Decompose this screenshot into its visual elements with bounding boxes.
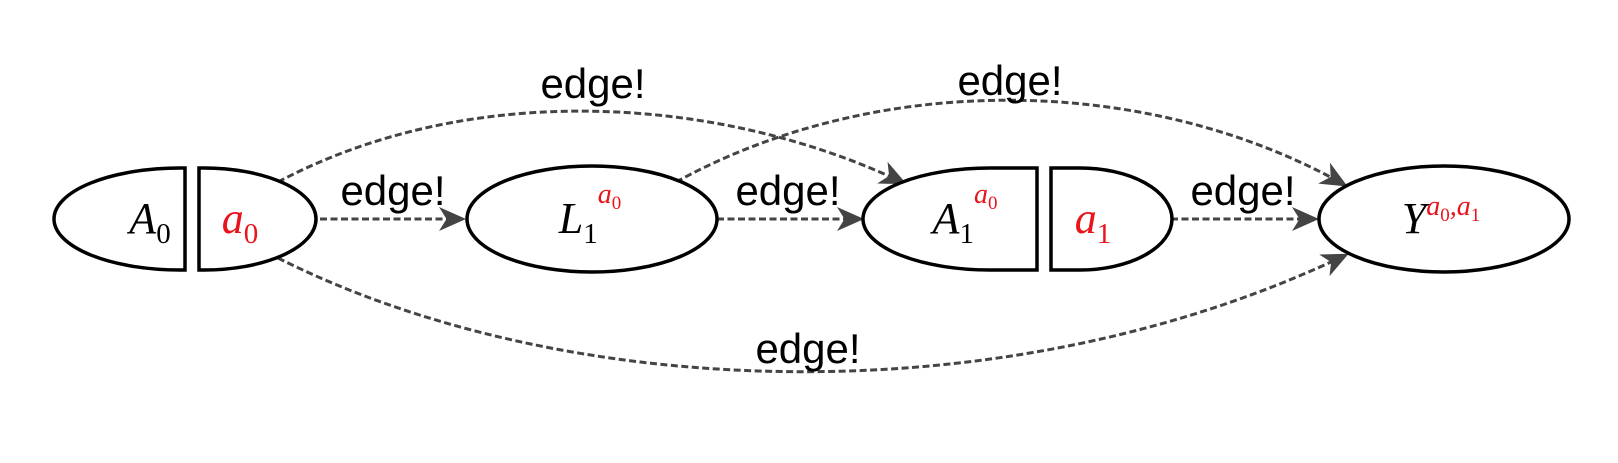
node-Y-label: Ya0,a1: [1402, 191, 1480, 243]
node-A0-label: A0: [126, 194, 170, 250]
node-L1-shape: [465, 164, 719, 274]
node-a1-label: a1: [1075, 194, 1112, 250]
node-A1-shape: [861, 166, 1039, 272]
edge-L1-to-Y[interactable]: [675, 98, 1348, 187]
edges: [277, 98, 1349, 374]
edge-label-L1-A1: edge!: [735, 167, 840, 214]
edge-labels: edge! edge! edge! edge! edge! edge!: [340, 57, 1295, 372]
node-a0-shape: [197, 166, 318, 272]
edge-a0-to-A1[interactable]: [277, 109, 907, 185]
edge-label-L1-Y: edge!: [957, 57, 1062, 104]
node-A1-label: A1a0: [930, 179, 998, 250]
edge-label-a0-L1: edge!: [340, 167, 445, 214]
node-A1-split[interactable]: A1a0 a1: [861, 166, 1174, 272]
edge-a0-to-Y[interactable]: [277, 253, 1349, 374]
node-Y-shape: [1317, 164, 1571, 274]
edge-label-a1-Y: edge!: [1190, 167, 1295, 214]
node-A0-shape: [52, 166, 187, 272]
node-A0-split[interactable]: A0 a0: [52, 166, 318, 272]
node-L1[interactable]: L1a0: [465, 164, 719, 274]
node-L1-label: L1a0: [558, 179, 621, 250]
edge-label-a0-A1: edge!: [540, 60, 645, 107]
node-a1-shape: [1049, 166, 1174, 272]
node-a0-label: a0: [222, 194, 259, 250]
edge-label-a0-Y: edge!: [755, 325, 860, 372]
node-Y[interactable]: Ya0,a1: [1317, 164, 1571, 274]
